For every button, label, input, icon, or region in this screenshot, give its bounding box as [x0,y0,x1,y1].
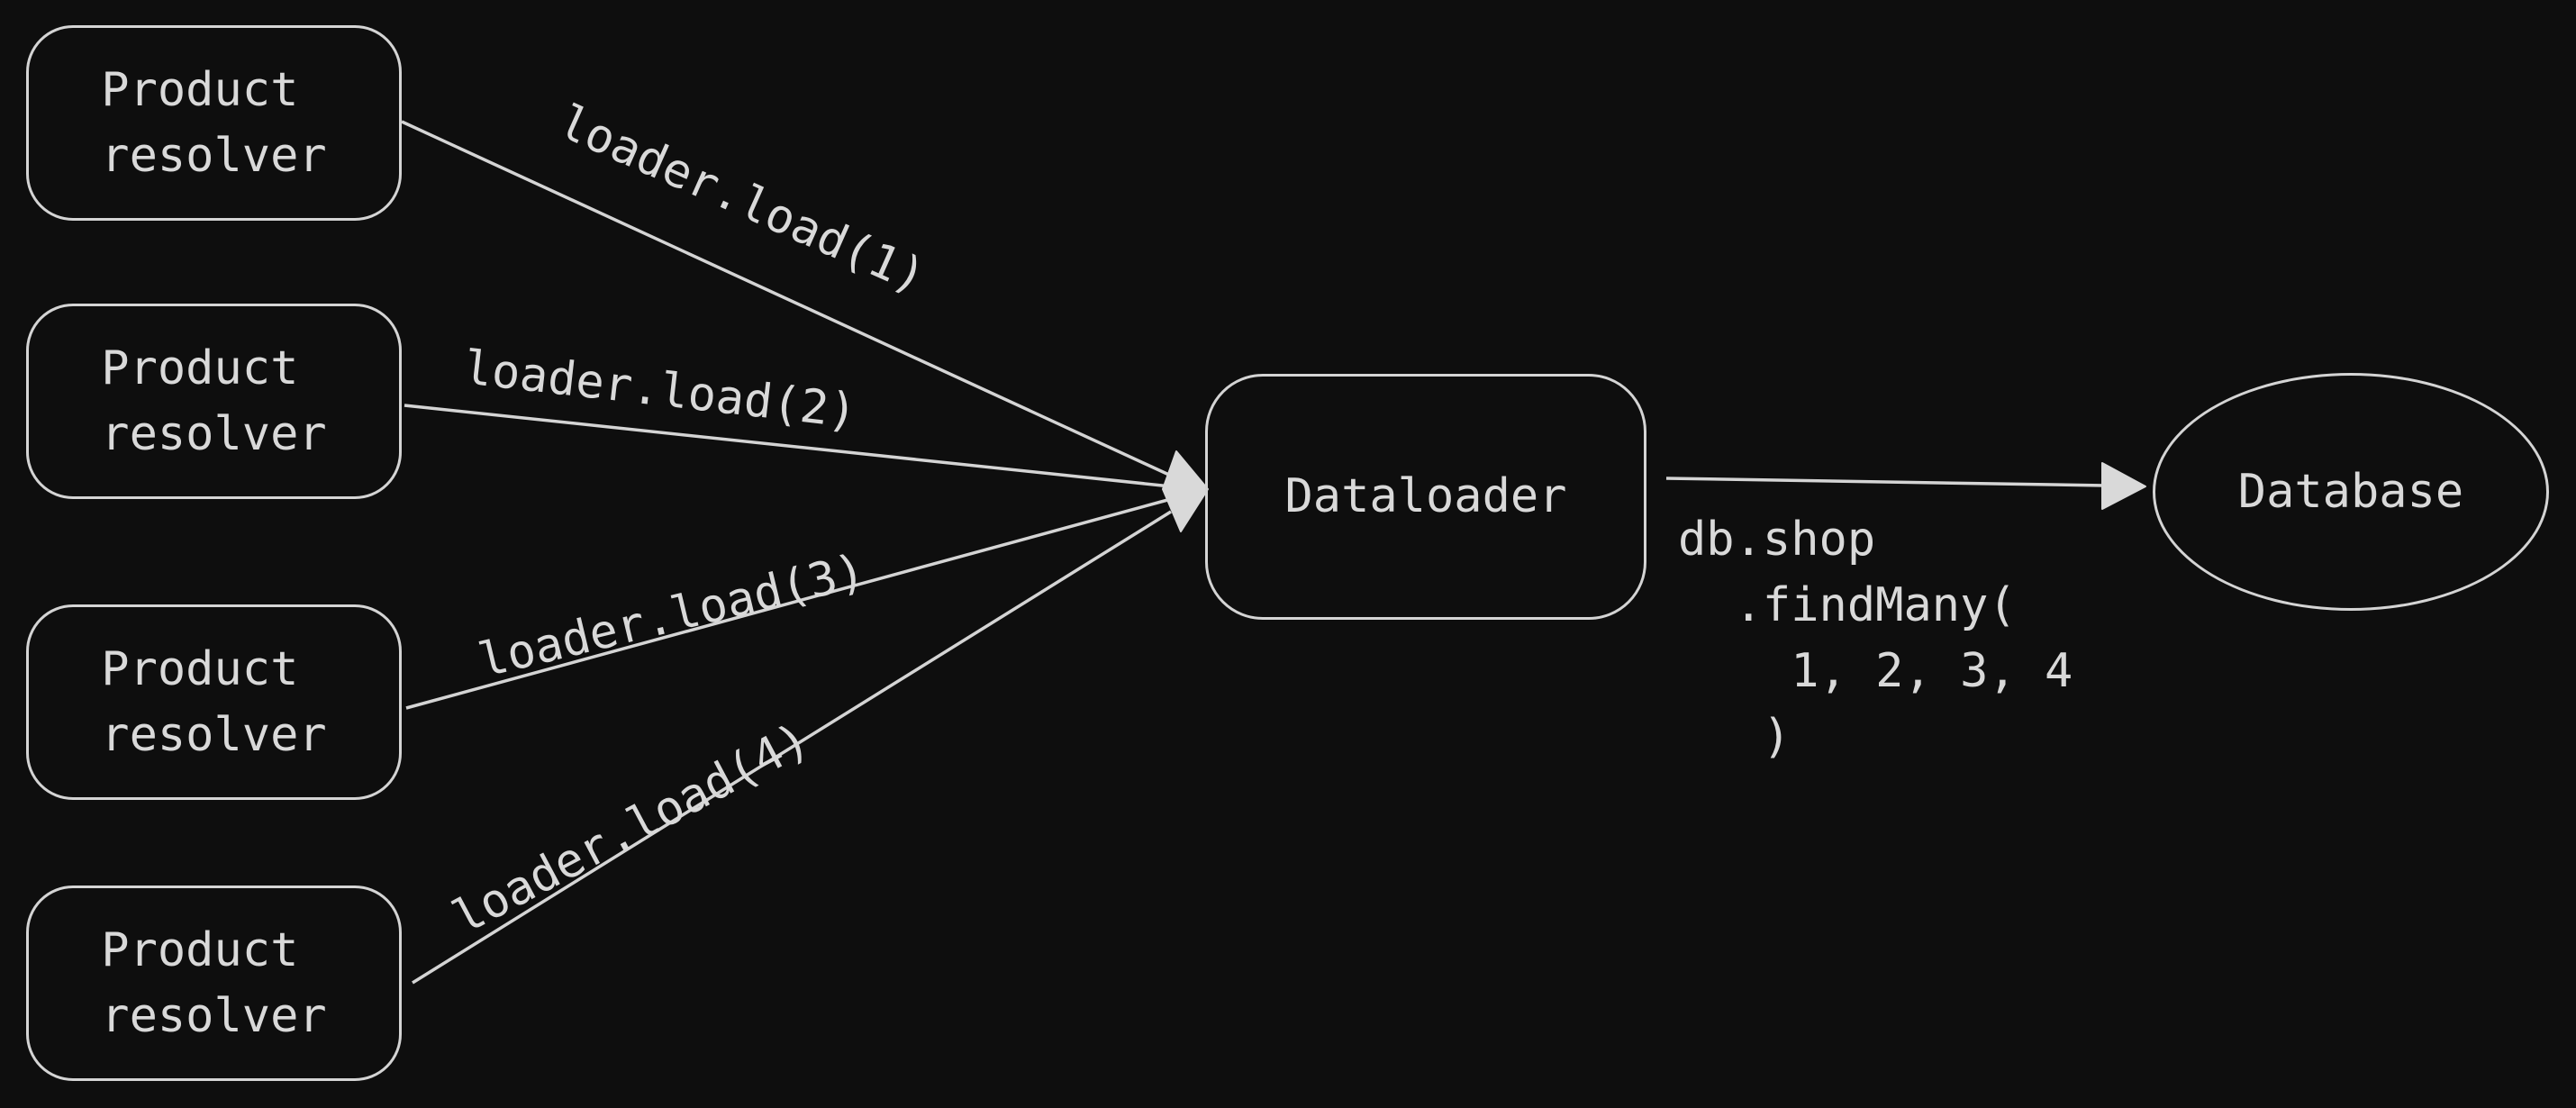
node-label: Dataloader [1284,469,1567,523]
query-arrow-line [1665,477,2107,487]
node-product-resolver-3: Product resolver [26,604,402,800]
node-label: Product resolver [101,922,327,1043]
fan-in-arrowhead-icon [1162,450,1209,532]
node-label: Database [2237,464,2464,519]
node-label: Product resolver [101,641,327,762]
node-database: Database [2153,373,2549,611]
node-product-resolver-4: Product resolver [26,885,402,1081]
edge-line-load-1 [401,120,1172,477]
node-dataloader: Dataloader [1205,374,1646,620]
node-label: Product resolver [101,341,327,461]
node-product-resolver-2: Product resolver [26,304,402,499]
node-product-resolver-1: Product resolver [26,25,402,221]
edge-line-load-3 [405,497,1172,710]
node-label: Product resolver [101,62,327,183]
query-arrowhead-icon [2101,462,2146,510]
edge-line-load-4 [412,510,1172,985]
edge-line-load-2 [404,404,1172,488]
edge-label-query: db.shop .findMany( 1, 2, 3, 4 ) [1678,513,2073,764]
